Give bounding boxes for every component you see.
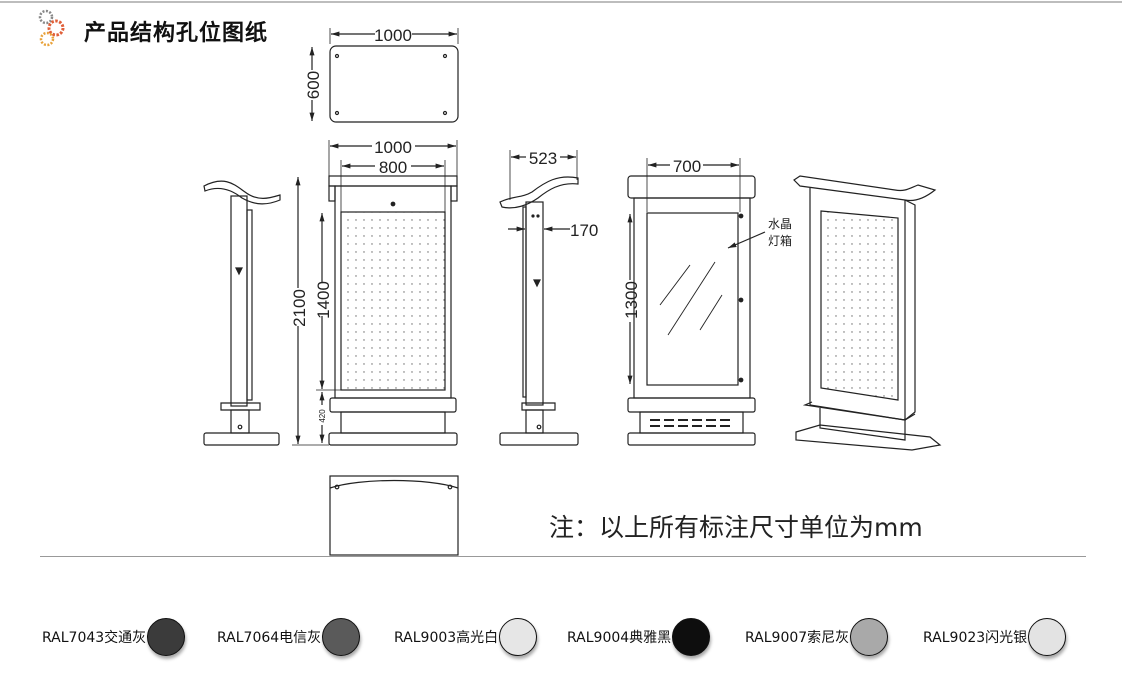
- dim-top-height: 600: [304, 71, 323, 99]
- swatch-label: RAL7064电信灰: [217, 630, 322, 646]
- dim-post-width: 170: [570, 221, 598, 240]
- side-view-right: 523 170: [499, 149, 598, 446]
- top-border: [0, 1, 1122, 3]
- unit-note: 注：以上所有标注尺寸单位为mm: [549, 513, 923, 542]
- color-swatch[interactable]: RAL9007索尼灰: [745, 618, 889, 656]
- swatch-circle: [147, 618, 186, 656]
- swatch-circle: [322, 618, 361, 656]
- swatch-circle: [672, 618, 711, 656]
- callout-crystal: 水晶: [768, 217, 792, 231]
- swatch-label: RAL9003高光白: [394, 630, 499, 646]
- dim-total-height: 2100: [290, 289, 309, 327]
- top-view: 1000 600: [304, 26, 459, 123]
- dim-top-width: 1000: [374, 26, 412, 45]
- color-swatch[interactable]: RAL9023闪光银: [923, 618, 1067, 656]
- swatch-circle: [1028, 618, 1067, 656]
- swatch-circle: [499, 618, 538, 656]
- back-view: 700 1300 水晶 灯箱: [622, 157, 792, 446]
- gears-icon: [38, 9, 65, 47]
- perspective-view: [793, 175, 942, 451]
- dim-panel-height: 1400: [314, 281, 333, 319]
- swatch-label: RAL7043交通灰: [42, 630, 147, 646]
- swatch-label: RAL9023闪光银: [923, 630, 1028, 646]
- divider: [40, 556, 1086, 557]
- front-view: 1000 800 2100 1400 420: [290, 138, 458, 446]
- callout-lightbox: 灯箱: [768, 233, 792, 248]
- dim-side-depth: 523: [529, 149, 557, 168]
- color-swatch[interactable]: RAL7064电信灰: [217, 618, 361, 656]
- dim-front-outer-width: 1000: [374, 138, 412, 157]
- color-swatch[interactable]: RAL9003高光白: [394, 618, 538, 656]
- color-swatch[interactable]: RAL7043交通灰: [42, 618, 186, 656]
- dim-base-height: 420: [318, 409, 327, 423]
- dim-light-width: 700: [673, 157, 701, 176]
- color-swatch[interactable]: RAL9004典雅黑: [567, 618, 711, 656]
- swatch-label: RAL9007索尼灰: [745, 630, 850, 646]
- dim-light-height: 1300: [622, 281, 641, 319]
- structure-drawing: 1000 600 1000 800 2100 1400 420: [203, 26, 942, 556]
- swatch-circle: [850, 618, 889, 656]
- dim-front-inner-width: 800: [379, 158, 407, 177]
- bottom-view: [329, 475, 459, 556]
- side-view-left: [203, 180, 281, 446]
- page-title: 产品结构孔位图纸: [84, 21, 269, 46]
- swatch-label: RAL9004典雅黑: [567, 630, 672, 646]
